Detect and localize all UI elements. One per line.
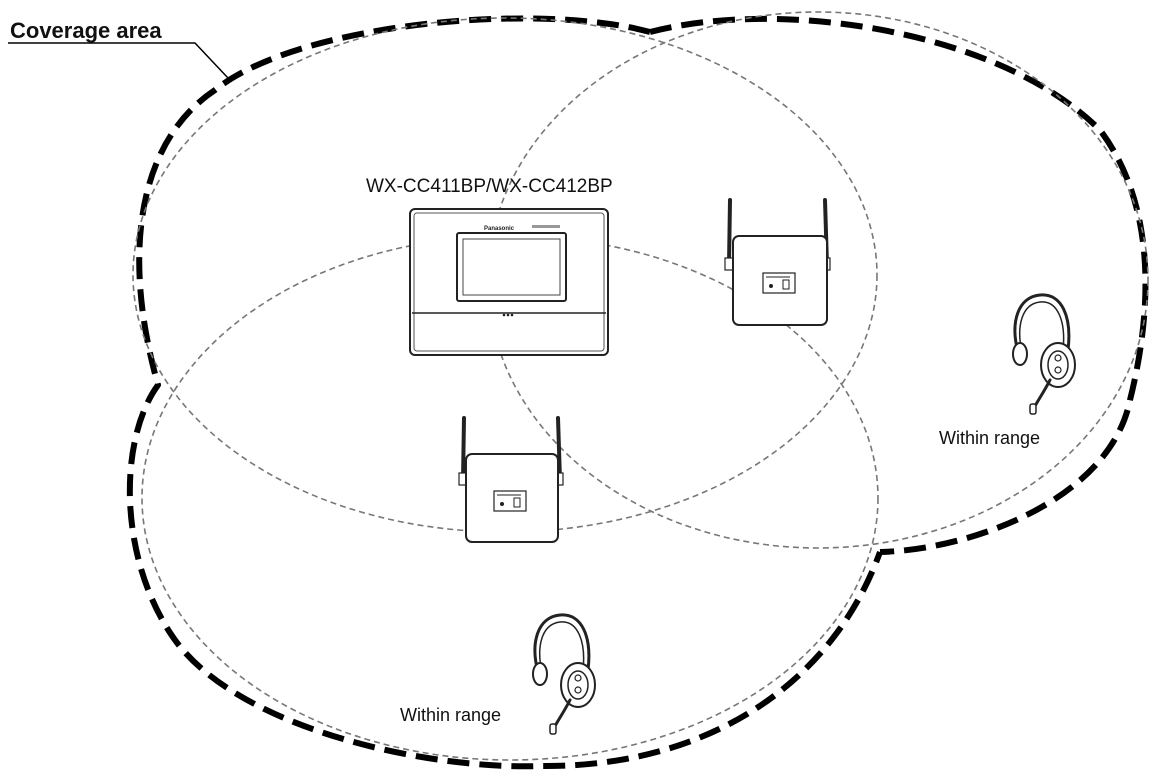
- coverage-boundary-left: [126, 15, 883, 770]
- base-station-right: [724, 198, 831, 326]
- base-station-bottom: [458, 416, 564, 543]
- coverage-area-boundary: [126, 15, 1149, 770]
- coverage-label-leader: [8, 42, 229, 79]
- within-range-label: Within range: [400, 705, 502, 725]
- coverage-boundary-right: [649, 15, 1149, 555]
- station-ranges: [132, 11, 1149, 761]
- within-range-label: Within range: [939, 428, 1041, 448]
- coverage-area-label: Coverage area: [10, 18, 162, 43]
- brand-logo: Panasonic: [484, 226, 515, 232]
- headset-icon: [532, 613, 596, 735]
- main-unit-model-label: WX-CC411BP/WX-CC412BP: [366, 176, 613, 197]
- main-unit: Panasonic: [409, 208, 609, 356]
- headset-icon: [1012, 293, 1076, 415]
- range-main-unit: [132, 17, 878, 533]
